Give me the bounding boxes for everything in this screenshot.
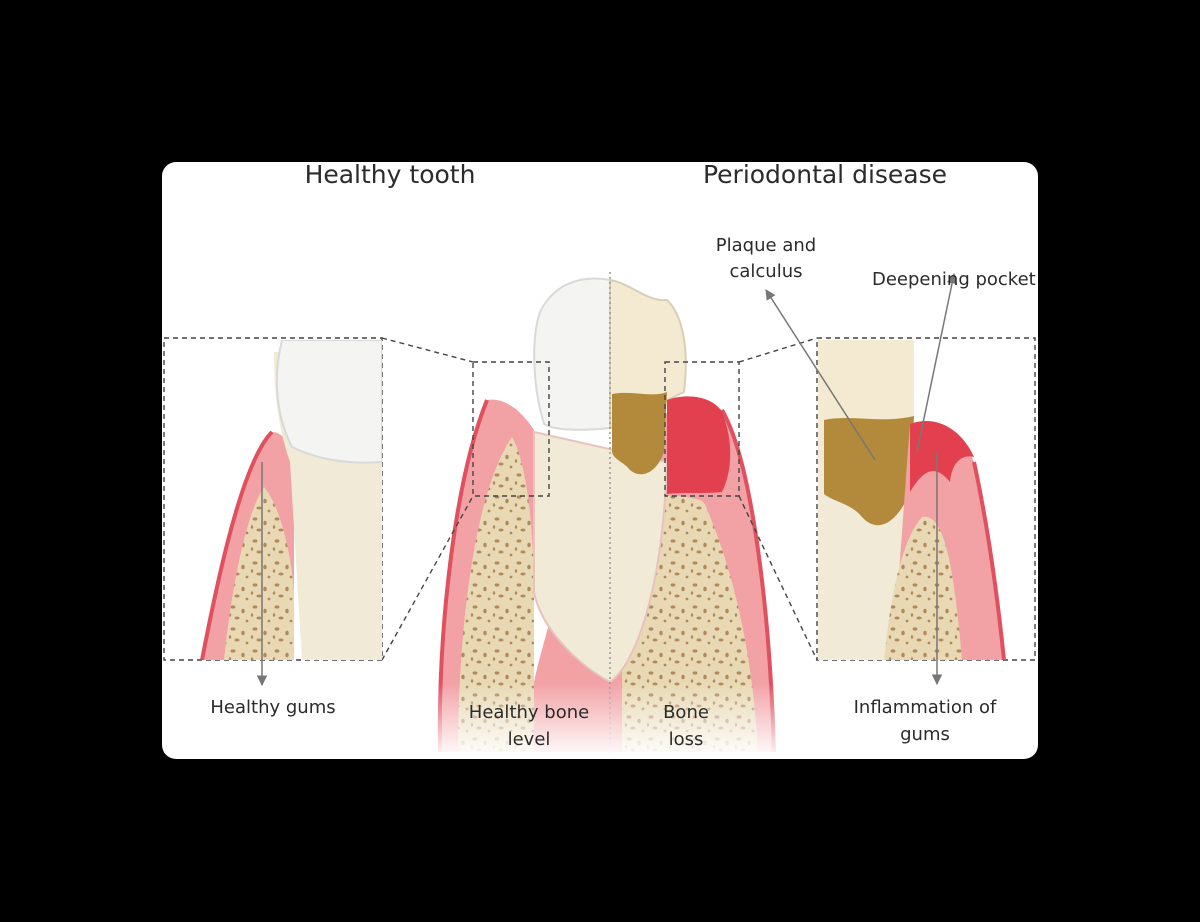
left-inset-crown (277, 340, 382, 463)
tooth-crown-enamel (534, 279, 610, 430)
deepening-pocket-label: Deepening pocket (872, 269, 1036, 290)
left-inset-illustration (202, 340, 382, 660)
healthy-gums-label: Healthy gums (210, 697, 335, 718)
periodontal-diagram: Healthy tooth Periodontal disease (162, 162, 1038, 759)
healthy-tooth-title: Healthy tooth (305, 162, 476, 189)
diagram-card: Healthy tooth Periodontal disease (162, 162, 1038, 759)
bone-loss-line1: Bone (663, 702, 709, 723)
periodontal-disease-title: Periodontal disease (703, 162, 947, 189)
center-tooth-illustration (432, 272, 792, 759)
healthy-bone-level-line1: Healthy bone (469, 702, 589, 723)
bone-loss-line2: loss (669, 729, 704, 750)
right-inset-illustration (818, 340, 1004, 660)
inflammation-line2: gums (900, 724, 950, 745)
inflammation-line1: Inflammation of (854, 697, 997, 718)
plaque-calculus-line2: calculus (729, 261, 802, 282)
right-inset-crown (818, 340, 914, 424)
inflamed-gum (667, 396, 730, 494)
plaque-calculus-line1: Plaque and (716, 235, 816, 256)
healthy-bone-level-line2: level (508, 729, 551, 750)
